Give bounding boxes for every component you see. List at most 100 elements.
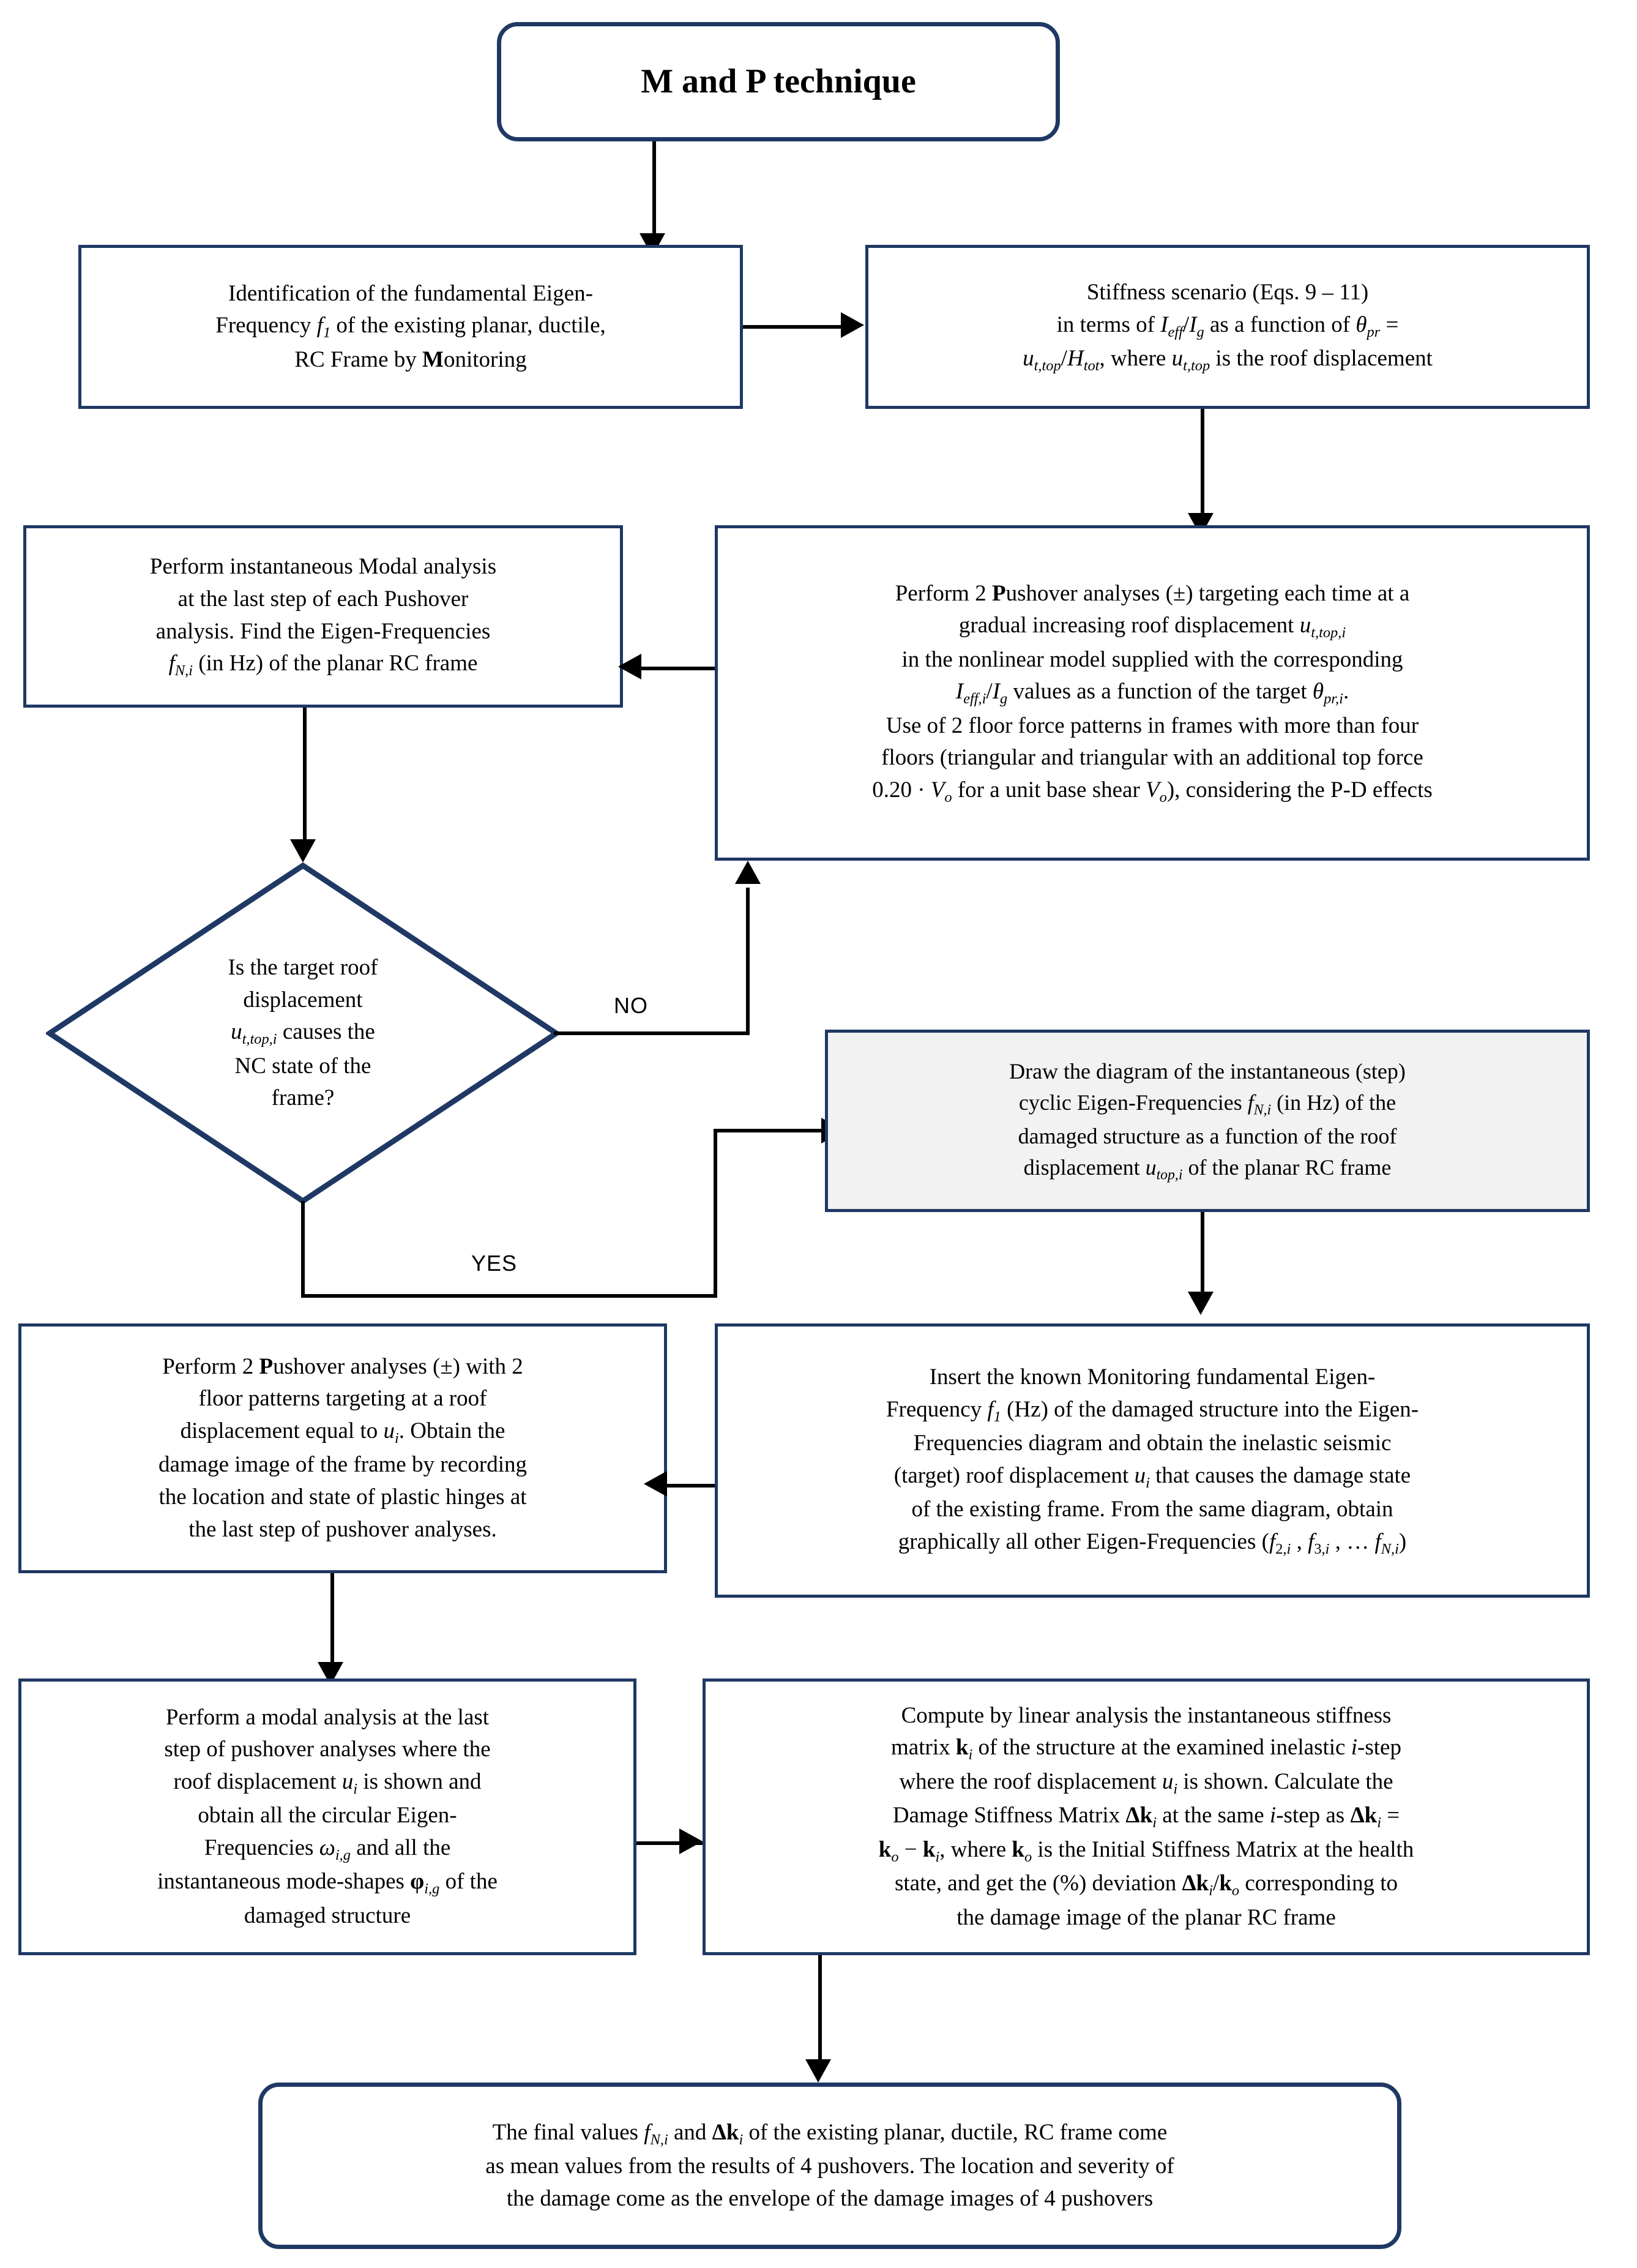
line-2: displacement (243, 987, 363, 1012)
line-4: obtain all the circular Eigen- (198, 1803, 457, 1828)
line-1: Is the target roof (228, 955, 378, 981)
line-6d: , (1291, 1529, 1308, 1554)
edge-label-yes: YES (471, 1251, 518, 1276)
line-4a: N,i (174, 662, 193, 679)
line-3: the damage come as the envelope of the d… (506, 2185, 1154, 2211)
node-decision-label: Is the target roof displacement ut,top,i… (228, 955, 378, 1111)
edge-modal-to-decision (303, 708, 307, 839)
line-2: as mean values from the results of 4 pus… (485, 2154, 1174, 2179)
line-4: damage image of the frame by recording (158, 1452, 527, 1478)
edge-draw-to-insert (1201, 1212, 1204, 1292)
line-6c: i (1286, 1540, 1291, 1557)
line-1b: P (259, 1353, 274, 1379)
line-7: the damage image of the planar RC frame (956, 1904, 1336, 1930)
line-3: in the nonlinear model supplied with the… (901, 646, 1403, 672)
line-3a: where the roof displacement (899, 1768, 1162, 1794)
arrowhead-up-pushover (735, 861, 761, 884)
line-2: step of pushover analyses where the (164, 1737, 491, 1762)
line-5b: i,g (335, 1846, 351, 1863)
line-2a: matrix (891, 1735, 956, 1761)
line-2d: g (1196, 323, 1204, 340)
line-7b: o (944, 788, 952, 806)
line-5: of the existing frame. From the same dia… (911, 1497, 1393, 1522)
edge-yes-horizontal-bottom (301, 1294, 717, 1298)
line-2g: = (1380, 312, 1399, 337)
node-modal-at-last-step[interactable]: Perform a modal analysis at the last ste… (18, 1679, 636, 1955)
edge-label-no: NO (614, 993, 648, 1018)
line-1a: Perform 2 (895, 580, 992, 606)
line-4c: at the same (1156, 1803, 1270, 1828)
line-4c: g (1000, 691, 1008, 708)
line-4c: that causes the damage state (1149, 1462, 1411, 1488)
line-4: NC state of the (234, 1053, 371, 1079)
node-decision-nc-state[interactable]: Is the target roof displacement ut,top,i… (46, 862, 560, 1205)
sub-f2i: 2,i (1275, 1540, 1291, 1557)
line-2a: Frequency (886, 1396, 988, 1422)
line-4a: Damage Stiffness Matrix (892, 1803, 1126, 1828)
arrowhead-left-pushtwo (644, 1471, 667, 1497)
line-4b: i (1152, 1814, 1157, 1832)
line-5b: − (898, 1836, 923, 1862)
node-final-values-label: The final values fN,i and Δki of the exi… (485, 2119, 1174, 2211)
node-modal-analysis-label: Perform instantaneous Modal analysis at … (149, 554, 497, 679)
line-1c: ushover analyses (±) targeting each time… (1005, 580, 1410, 606)
line-1f: of the existing planar, ductile, RC fram… (743, 2119, 1168, 2145)
line-2e: -step (1357, 1735, 1401, 1761)
line-3c: onitoring (443, 346, 527, 372)
line-1: Insert the known Monitoring fundamental … (929, 1364, 1376, 1390)
node-insert-monitoring[interactable]: Insert the known Monitoring fundamental … (715, 1323, 1590, 1598)
line-1: Compute by linear analysis the instantan… (901, 1702, 1392, 1728)
line-7a: 0.20 · (872, 777, 931, 803)
node-pushover-analyses[interactable]: Perform 2 Pushover analyses (±) targetin… (715, 525, 1590, 861)
line-4a: eff,i (963, 691, 986, 708)
edge-yes-vertical-2 (714, 1129, 717, 1298)
node-stiffness-label: Stiffness scenario (Eqs. 9 – 11) in term… (1023, 280, 1433, 375)
node-compute-stiffness-label: Compute by linear analysis the instantan… (878, 1702, 1414, 1930)
line-1d: and (668, 2119, 712, 2145)
line-1: Perform instantaneous Modal analysis (149, 554, 497, 580)
node-stiffness-scenario[interactable]: Stiffness scenario (Eqs. 9 – 11) in term… (865, 245, 1590, 409)
line-2d: i (1351, 1735, 1358, 1761)
line-2b: i (968, 1746, 973, 1764)
line-2b: t,top,i (1311, 624, 1346, 642)
line-3b: M (422, 346, 444, 372)
line-5: Use of 2 floor force patterns in frames … (886, 713, 1419, 738)
line-6: the last step of pushover analyses. (188, 1516, 497, 1542)
line-2b: 1 (323, 324, 331, 342)
node-pushover-two-patterns[interactable]: Perform 2 Pushover analyses (±) with 2 f… (18, 1323, 667, 1573)
line-3a: displacement equal to (180, 1418, 384, 1443)
line-1: Perform a modal analysis at the last (165, 1704, 490, 1730)
line-3a: roof displacement (173, 1768, 342, 1794)
arrowhead-down-insert (1188, 1292, 1214, 1315)
line-6: floors (triangular and triangular with a… (881, 745, 1423, 771)
line-5e: o (1024, 1848, 1032, 1865)
line-3b: i (394, 1429, 399, 1447)
arrowhead-left-modal (618, 654, 641, 679)
edge-no-horizontal (554, 1031, 750, 1035)
node-identification[interactable]: Identification of the fundamental Eigen-… (78, 245, 743, 409)
node-final-values[interactable]: The final values fN,i and Δki of the exi… (258, 2083, 1401, 2249)
line-2a: in terms of (1056, 312, 1161, 337)
line-1b: N, (650, 2131, 664, 2148)
arrowhead-down-final (805, 2059, 831, 2083)
line-2c: (in Hz) of the (1271, 1090, 1396, 1115)
line-2e: as a function of (1204, 312, 1356, 337)
line-3a: t,top (1034, 357, 1061, 375)
node-start[interactable]: M and P technique (497, 22, 1060, 141)
line-4e: pr,i (1324, 691, 1343, 708)
line-3a: t,top,i (242, 1031, 277, 1048)
line-6e: 3, (1314, 1540, 1326, 1557)
line-3c: tot (1083, 357, 1100, 375)
line-2f: pr (1367, 323, 1381, 340)
line-6a: state, and get the (%) deviation (894, 1871, 1182, 1896)
line-6f: i (1325, 1540, 1330, 1557)
node-modal-analysis[interactable]: Perform instantaneous Modal analysis at … (23, 525, 623, 708)
sub-fNi-final: N,i (651, 2131, 668, 2148)
line-7: damaged structure (244, 1903, 411, 1928)
node-draw-diagram[interactable]: Draw the diagram of the instantaneous (s… (825, 1030, 1590, 1212)
line-5f: is the Initial Stiffness Matrix at the h… (1032, 1836, 1414, 1862)
line-6a: instantaneous mode-shapes (157, 1869, 411, 1895)
line-6e: corresponding to (1239, 1871, 1398, 1896)
node-compute-stiffness[interactable]: Compute by linear analysis the instantan… (703, 1679, 1590, 1955)
line-1c: ushover analyses (±) with 2 (273, 1353, 523, 1379)
